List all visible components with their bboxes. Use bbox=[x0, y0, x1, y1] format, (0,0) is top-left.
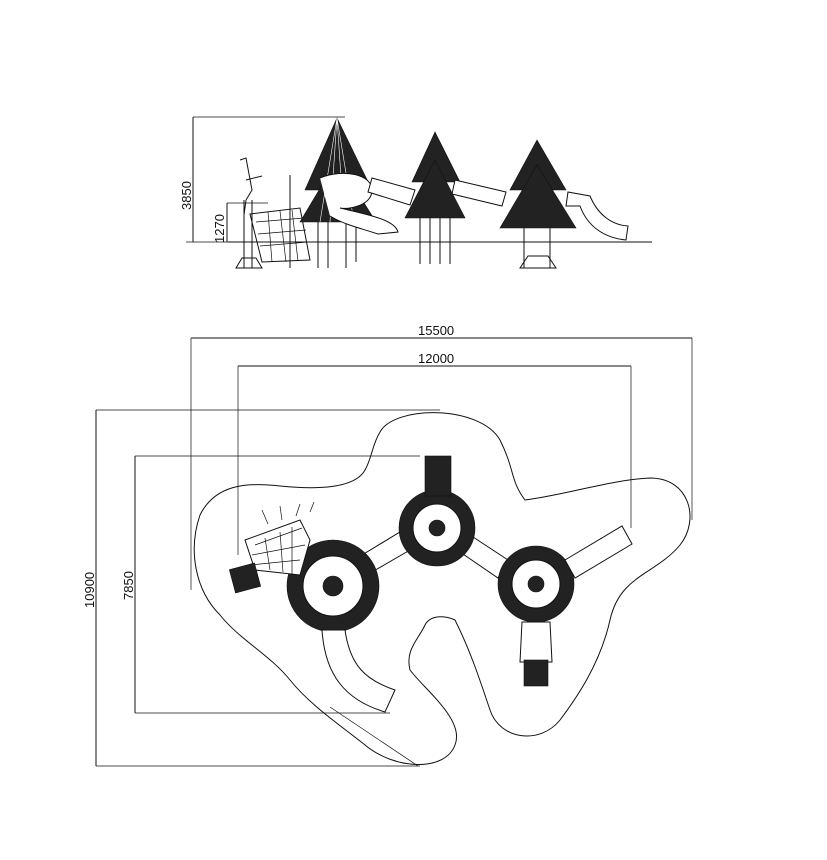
dimension-overall-length: 15500 bbox=[190, 323, 693, 590]
dim-label-total-height: 3850 bbox=[179, 181, 194, 210]
dim-label-overall-width: 10900 bbox=[82, 572, 97, 608]
tower-canopy-2 bbox=[398, 455, 476, 567]
dim-label-overall-length: 15500 bbox=[418, 323, 454, 338]
climbing-net-frame bbox=[235, 157, 311, 269]
tree-tower-2 bbox=[404, 131, 466, 264]
dimension-overall-width: 10900 bbox=[82, 409, 440, 767]
tree-tower-3 bbox=[499, 139, 629, 269]
tube-slide-2 bbox=[451, 179, 507, 207]
tower-canopy-1 bbox=[286, 539, 380, 633]
dim-label-structure-width: 7850 bbox=[121, 571, 136, 600]
dimension-structure-length: 12000 bbox=[237, 351, 632, 555]
dimension-structure-width: 7850 bbox=[121, 455, 420, 714]
tree-tower-1 bbox=[299, 117, 399, 268]
dimension-total-height: 3850 bbox=[179, 116, 345, 243]
climbing-platform-left bbox=[228, 501, 315, 594]
tube-slide-lower bbox=[321, 629, 396, 713]
dim-label-platform-height: 1270 bbox=[212, 214, 227, 243]
reference-line bbox=[329, 706, 419, 767]
tower-canopy-3 bbox=[497, 545, 575, 687]
elevation-view: 3850 1270 bbox=[179, 116, 652, 269]
dim-label-structure-length: 12000 bbox=[418, 351, 454, 366]
plan-view: 15500 12000 10900 7850 bbox=[82, 323, 693, 767]
safety-zone-outline bbox=[193, 412, 691, 765]
tube-slide-1 bbox=[367, 177, 416, 206]
tube-slide-right bbox=[564, 525, 633, 579]
dimension-platform-height: 1270 bbox=[212, 202, 268, 243]
